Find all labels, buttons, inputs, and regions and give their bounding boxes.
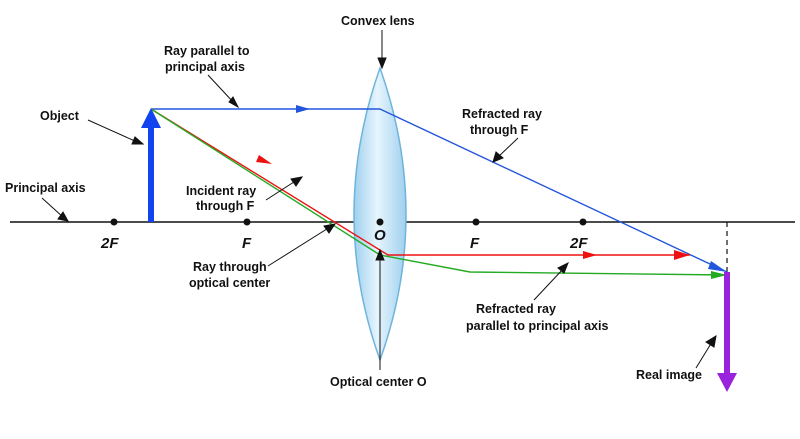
ray-parallel-arrowhead <box>296 105 310 113</box>
leader-principal-axis-head <box>57 211 69 222</box>
leader-refracted-parallel-head <box>557 261 569 274</box>
ray-center-end-arrowhead <box>711 271 727 279</box>
ray-through-f-arrowhead <box>256 155 272 164</box>
ray-parallel-end-arrowhead <box>708 261 727 272</box>
leader-refracted-f <box>496 137 519 159</box>
leader-real-image-head <box>705 335 717 348</box>
label-optical-center: Optical center O <box>330 375 427 389</box>
ray-refracted-parallel-arrowhead <box>583 251 597 259</box>
label-ray-center-2: optical center <box>189 276 270 290</box>
point-o <box>376 218 384 226</box>
label-2f-right: 2F <box>569 235 588 252</box>
label-principal-axis: Principal axis <box>5 181 86 195</box>
ray-through-f <box>150 108 690 256</box>
leader-convex-lens-head <box>377 57 387 70</box>
leader-object-head <box>131 136 145 145</box>
label-real-image: Real image <box>636 368 702 382</box>
object-arrow-head <box>141 108 161 128</box>
leader-incident-head <box>290 176 304 187</box>
label-ray-center-1: Ray through <box>193 260 267 274</box>
label-2f-left: 2F <box>100 235 119 252</box>
label-object: Object <box>40 109 80 123</box>
leader-refracted-parallel <box>533 267 565 301</box>
ray-refracted-parallel-end-arrowhead <box>674 250 690 260</box>
ray-through-optical-center <box>150 108 728 276</box>
label-ray-parallel-2: principal axis <box>165 60 245 74</box>
label-refracted-parallel-1: Refracted ray <box>476 302 556 316</box>
label-incident-1: Incident ray <box>186 184 256 198</box>
point-f-right <box>472 218 480 226</box>
leader-ray-parallel <box>207 74 235 104</box>
leader-real-image <box>695 341 713 369</box>
leader-ray-center <box>267 226 331 267</box>
point-2f-right <box>579 218 587 226</box>
label-refracted-parallel-2: parallel to principal axis <box>466 319 608 333</box>
label-convex-lens: Convex lens <box>341 14 415 28</box>
label-f-left: F <box>242 235 252 252</box>
point-f-left <box>243 218 251 226</box>
label-ray-parallel-1: Ray parallel to <box>164 44 250 58</box>
leader-lines <box>41 30 717 370</box>
label-f-right: F <box>470 235 480 252</box>
leader-ray-parallel-head <box>228 96 240 109</box>
leader-incident <box>265 179 298 201</box>
label-refracted-f-2: through F <box>470 123 529 137</box>
leader-ray-center-head <box>323 223 337 234</box>
leader-refracted-f-head <box>492 151 504 163</box>
label-incident-2: through F <box>196 199 255 213</box>
leader-principal-axis <box>41 197 65 219</box>
ray-parallel-to-axis <box>151 108 728 273</box>
label-refracted-f-1: Refracted ray <box>462 107 542 121</box>
leader-optical-center-head <box>375 248 385 261</box>
label-o: O <box>374 227 386 244</box>
image-arrow-head <box>717 373 737 392</box>
leader-object <box>87 119 138 143</box>
point-2f-left <box>110 218 118 226</box>
